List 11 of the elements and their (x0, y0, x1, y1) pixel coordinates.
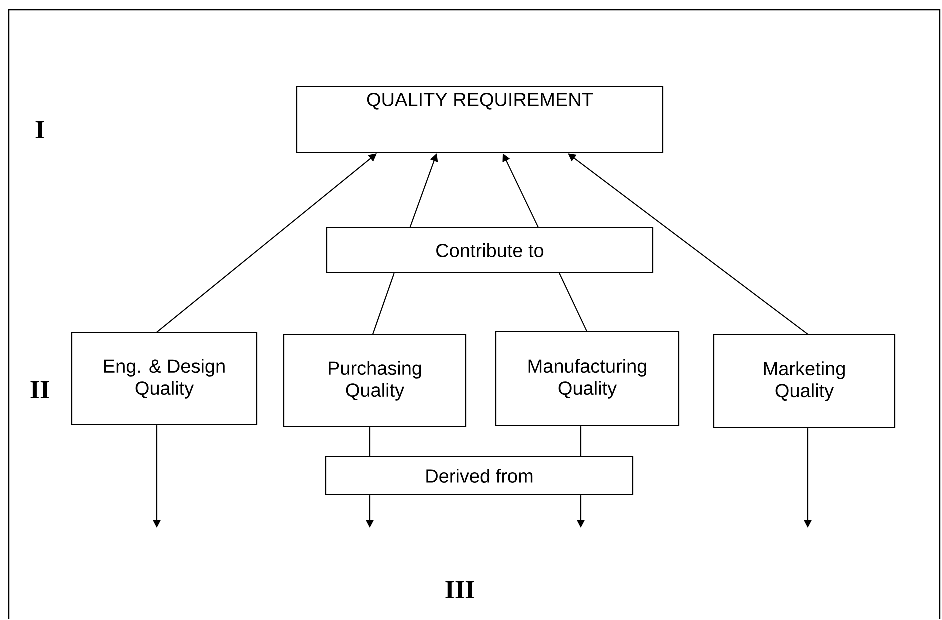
arrow (156, 154, 377, 333)
quality-box: Eng. & Design Quality (71, 332, 258, 426)
quality-box: Manufacturing Quality (495, 331, 680, 427)
level-numeral: III (446, 581, 474, 598)
band-box: Contribute to (326, 227, 654, 274)
requirement-box: QUALITY REQUIREMENT (296, 86, 664, 154)
level-numeral: I (36, 121, 44, 138)
quality-box: Marketing Quality (713, 334, 896, 429)
quality-box: Purchasing Quality (283, 334, 467, 428)
band-box: Derived from (325, 456, 634, 496)
arrow (568, 154, 808, 335)
